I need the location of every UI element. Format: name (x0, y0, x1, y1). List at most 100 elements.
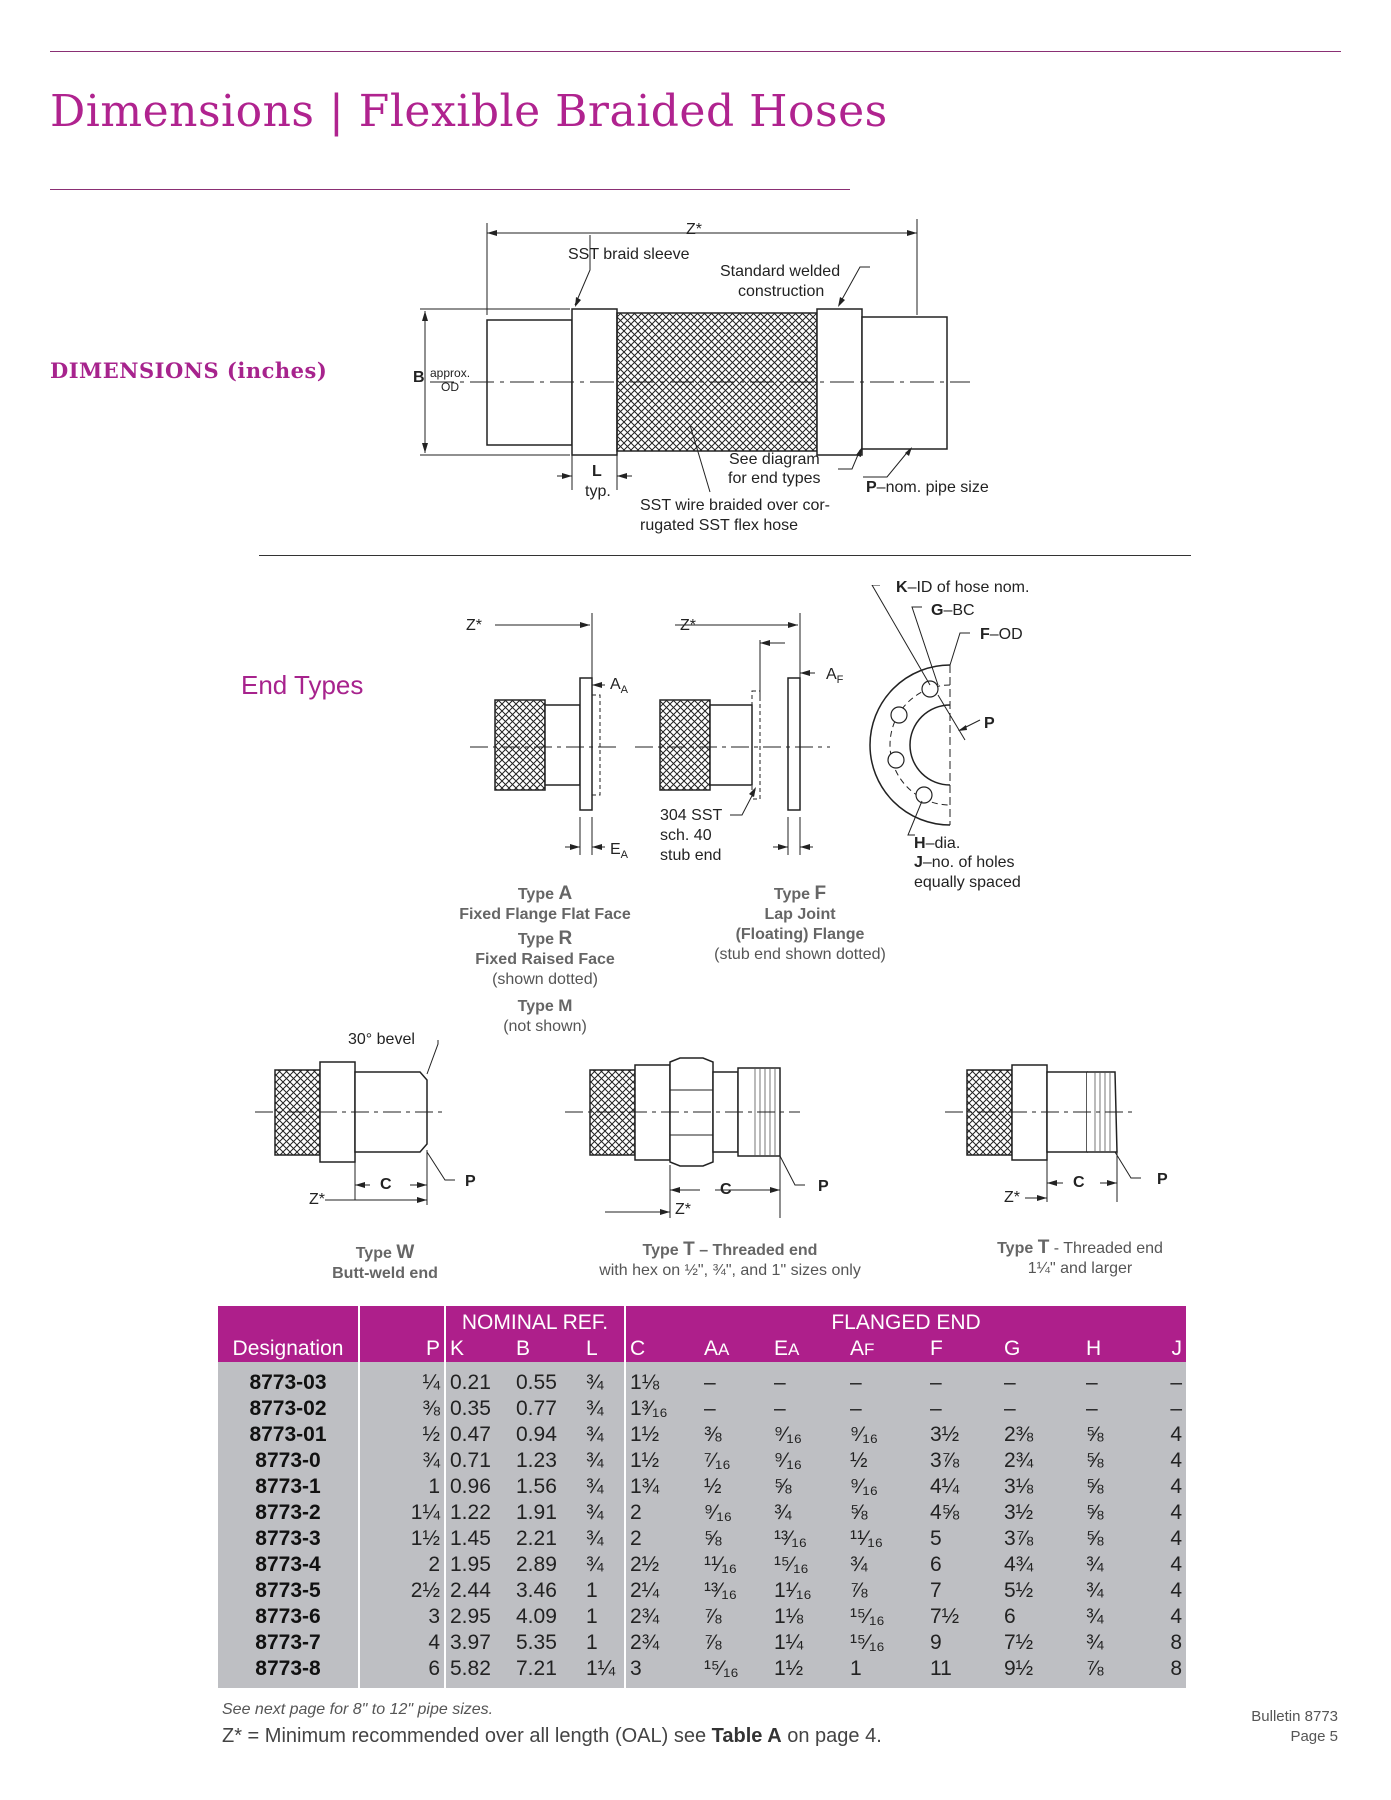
cell-g: 2¾ (1000, 1448, 1082, 1474)
cell-aa: ¹³⁄₁₆ (700, 1578, 770, 1604)
bulletin-number: Bulletin 8773 (1251, 1708, 1338, 1725)
cell-k: 1.45 (444, 1526, 512, 1552)
header-ea: EA (770, 1336, 846, 1362)
cell-j: 8 (1146, 1656, 1186, 1688)
type-t1-p-label: P (818, 1178, 829, 1195)
type-w-z-label: Z* (309, 1191, 325, 1208)
cell-h: ¾ (1082, 1604, 1146, 1630)
k-label: K–ID of hose nom. (896, 579, 1030, 596)
aa-label: AA (610, 676, 629, 697)
dimensions-label: DIMENSIONS (inches) (50, 358, 328, 383)
cell-l: 1 (582, 1578, 625, 1604)
standard-welded-label-2: construction (738, 283, 825, 300)
title-underline (50, 189, 850, 190)
f-label: F–OD (980, 626, 1023, 643)
cell-c: 2¾ (624, 1630, 700, 1656)
header-c: C (624, 1336, 700, 1362)
cell-c: 2 (624, 1526, 700, 1552)
cell-aa: ⁷⁄₁₆ (700, 1448, 770, 1474)
j-label-2: equally spaced (914, 874, 1021, 891)
cell-b: 0.94 (512, 1422, 582, 1448)
type-t2-c-label: C (1073, 1174, 1085, 1191)
cell-f: 7½ (926, 1604, 1000, 1630)
end-types-label: End Types (241, 670, 364, 700)
cell-l: 1¼ (582, 1656, 625, 1688)
type-f-z-label: Z* (680, 617, 696, 634)
cell-aa: – (700, 1396, 770, 1422)
cell-c: 1½ (624, 1448, 700, 1474)
cell-p: 1 (358, 1474, 445, 1500)
cell-k: 1.22 (444, 1500, 512, 1526)
section-divider (259, 555, 1191, 556)
stub-label-2: sch. 40 (660, 827, 712, 844)
page-title: Dimensions | Flexible Braided Hoses (50, 86, 888, 137)
cell-g: 5½ (1000, 1578, 1082, 1604)
header-af: AF (846, 1336, 926, 1362)
cell-f: 3⅞ (926, 1448, 1000, 1474)
header-f: F (926, 1336, 1000, 1362)
cell-h: – (1082, 1362, 1146, 1396)
cell-k: 0.21 (444, 1362, 512, 1396)
bulletin-footer: Bulletin 8773 Page 5 (1251, 1707, 1338, 1747)
cell-l: ¾ (582, 1552, 625, 1578)
cell-af: ⁹⁄₁₆ (846, 1422, 926, 1448)
cell-f: 11 (926, 1656, 1000, 1688)
header-g: G (1000, 1336, 1082, 1362)
cell-f: 4¼ (926, 1474, 1000, 1500)
cell-af: ⁹⁄₁₆ (846, 1474, 926, 1500)
cell-aa: ½ (700, 1474, 770, 1500)
cell-h: ¾ (1082, 1552, 1146, 1578)
cell-af: ½ (846, 1448, 926, 1474)
cell-af: ¹⁵⁄₁₆ (846, 1630, 926, 1656)
cell-j: – (1146, 1396, 1186, 1422)
cell-k: 0.47 (444, 1422, 512, 1448)
cell-designation: 8773-7 (218, 1630, 359, 1656)
cell-ea: ⁹⁄₁₆ (770, 1448, 846, 1474)
cell-aa: – (700, 1362, 770, 1396)
type-w-p-label: P (465, 1173, 476, 1190)
cell-j: 4 (1146, 1422, 1186, 1448)
cell-g: 2⅜ (1000, 1422, 1082, 1448)
type-f-caption: Type F Lap Joint (Floating) Flange (stub… (714, 883, 886, 964)
cell-k: 0.96 (444, 1474, 512, 1500)
type-a-z-label: Z* (466, 617, 482, 634)
cell-g: 3½ (1000, 1500, 1082, 1526)
cell-h: ⅝ (1082, 1526, 1146, 1552)
z-star-note: Z* = Minimum recommended over all length… (222, 1725, 882, 1747)
next-page-note: See next page for 8" to 12" pipe sizes. (222, 1701, 494, 1718)
cell-g: – (1000, 1362, 1082, 1396)
cell-designation: 8773-03 (218, 1362, 359, 1396)
af-label: AF (826, 666, 844, 687)
cell-designation: 8773-1 (218, 1474, 359, 1500)
typ-label: typ. (585, 483, 611, 500)
standard-welded-label-1: Standard welded (720, 263, 841, 280)
cell-k: 1.95 (444, 1552, 512, 1578)
stub-label-3: stub end (660, 847, 722, 864)
cell-ea: 1¼ (770, 1630, 846, 1656)
cell-g: 9½ (1000, 1656, 1082, 1688)
cell-j: 4 (1146, 1552, 1186, 1578)
sst-wire-label-1: SST wire braided over cor- (640, 497, 830, 514)
cell-af: 1 (846, 1656, 926, 1688)
type-w-c-label: C (380, 1176, 392, 1193)
cell-p: 3 (358, 1604, 445, 1630)
l-dimension-label: L (592, 463, 602, 480)
header-b: B (512, 1336, 582, 1362)
type-t1-c-label: C (720, 1181, 732, 1198)
cell-designation: 8773-0 (218, 1448, 359, 1474)
cell-designation: 8773-3 (218, 1526, 359, 1552)
cell-j: – (1146, 1362, 1186, 1396)
cell-g: 3⅞ (1000, 1526, 1082, 1552)
cell-b: 2.89 (512, 1552, 582, 1578)
cell-c: 1³⁄₁₆ (624, 1396, 700, 1422)
cell-ea: 1½ (770, 1656, 846, 1688)
type-t1-caption: Type T – Threaded end with hex on ½", ¾"… (599, 1239, 861, 1280)
cell-ea: ¾ (770, 1500, 846, 1526)
cell-j: 4 (1146, 1578, 1186, 1604)
cell-l: ¾ (582, 1362, 625, 1396)
cell-k: 0.71 (444, 1448, 512, 1474)
